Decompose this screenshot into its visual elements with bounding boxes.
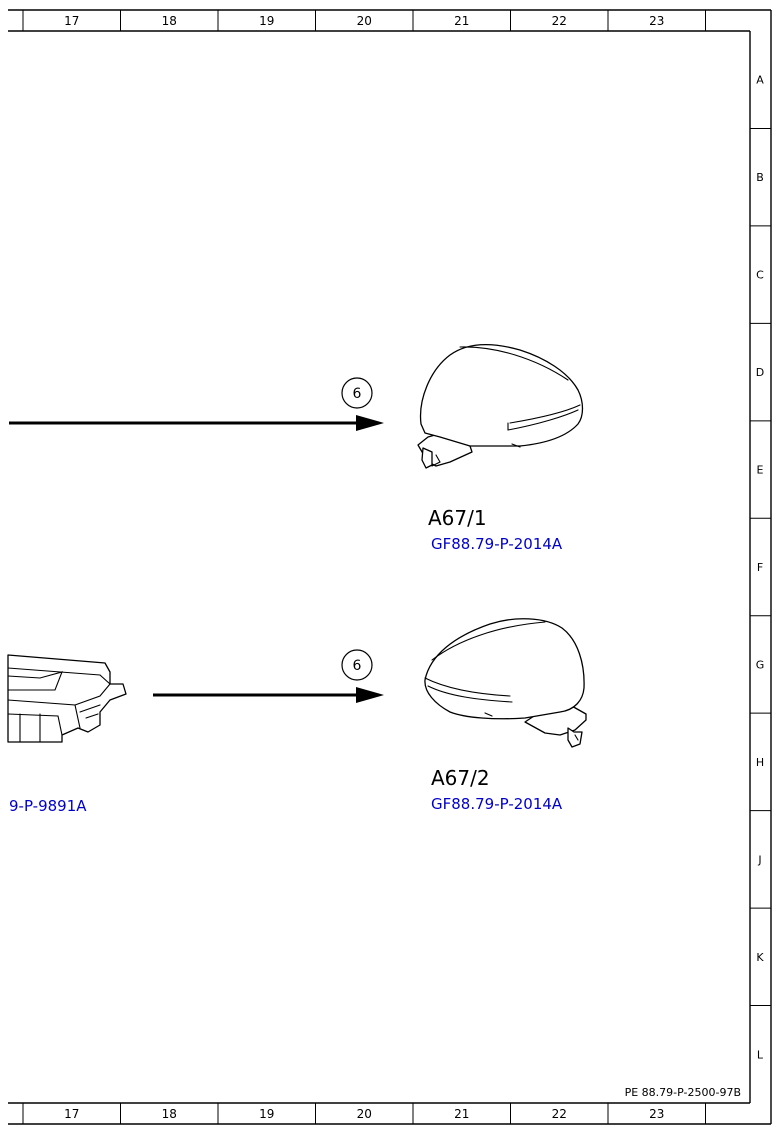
column-label: 21 (454, 14, 469, 28)
row-label: B (756, 171, 764, 184)
callout-number-1: 6 (353, 386, 362, 402)
control-unit-icon (7, 654, 127, 743)
column-label: 20 (357, 1107, 372, 1121)
side-mirror-right-icon (424, 618, 587, 748)
row-label: J (757, 853, 761, 866)
column-label: 23 (649, 14, 664, 28)
row-label: G (756, 658, 765, 671)
column-label: 17 (64, 1107, 79, 1121)
column-label: 18 (162, 1107, 177, 1121)
column-ruler-bottom: 17 18 19 20 21 22 23 (22, 1103, 706, 1124)
column-label: 22 (552, 14, 567, 28)
row-label: K (756, 951, 764, 964)
drawing-frame (8, 9, 772, 1125)
column-label: 19 (259, 1107, 274, 1121)
callout-circle-2: 6 (341, 649, 373, 681)
column-label: 19 (259, 14, 274, 28)
side-mirror-left-icon (417, 343, 584, 469)
connection-arrow-1 (9, 415, 384, 431)
column-label: 17 (64, 14, 79, 28)
component-ref-a67-2[interactable]: GF88.79-P-2014A (431, 795, 563, 813)
callout-circle-1: 6 (341, 377, 373, 409)
row-label: C (756, 269, 764, 282)
column-label: 20 (357, 14, 372, 28)
column-label: 23 (649, 1107, 664, 1121)
component-id-a67-1: A67/1 (428, 506, 487, 530)
column-label: 21 (454, 1107, 469, 1121)
row-label: A (756, 74, 764, 87)
row-label: F (757, 561, 763, 574)
row-label: D (756, 366, 764, 379)
component-id-a67-2: A67/2 (431, 766, 490, 790)
column-label: 22 (552, 1107, 567, 1121)
connection-arrow-2 (153, 687, 384, 703)
row-ruler-right: A B C D E F G H J K L (750, 74, 771, 1061)
column-label: 18 (162, 14, 177, 28)
document-ref: PE 88.79-P-2500-97B (625, 1086, 741, 1099)
component-ref-a67-1[interactable]: GF88.79-P-2014A (431, 535, 563, 553)
left-component-ref[interactable]: 9-P-9891A (9, 797, 87, 815)
callout-number-2: 6 (353, 658, 362, 674)
row-label: E (757, 464, 764, 477)
row-label: H (756, 756, 764, 769)
row-label: L (757, 1048, 764, 1061)
column-ruler-top: 17 18 19 20 21 22 23 (22, 10, 706, 31)
